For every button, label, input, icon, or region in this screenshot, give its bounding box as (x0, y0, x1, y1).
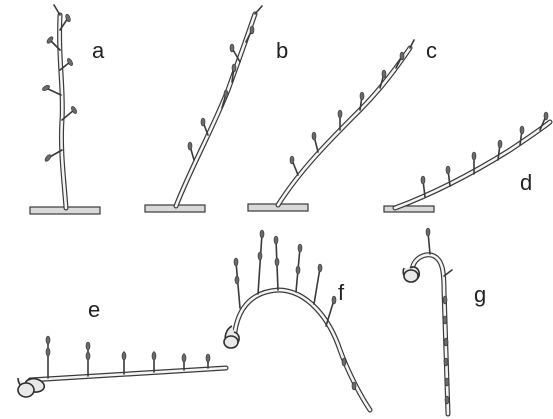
panel-label-b: b (276, 38, 288, 63)
panel-c-inclined-cane: c (248, 38, 437, 211)
panel-label-g: g (474, 282, 486, 307)
panel-b-leaning-cane: b (145, 6, 288, 212)
panel-a-upright-cane: a (30, 5, 105, 214)
panel-e-horizontal-arm: e (18, 297, 226, 397)
panel-label-a: a (92, 38, 105, 63)
panel-label-f: f (338, 280, 345, 305)
panel-label-e: e (88, 297, 100, 322)
ground-strip (384, 206, 434, 212)
panel-d-horizontal-cane: d (384, 112, 550, 212)
panel-label-c: c (426, 38, 437, 63)
panel-f-arched-cane: f (224, 230, 370, 410)
panel-label-d: d (520, 170, 532, 195)
panel-g-hooked-cane: g (403, 228, 486, 414)
